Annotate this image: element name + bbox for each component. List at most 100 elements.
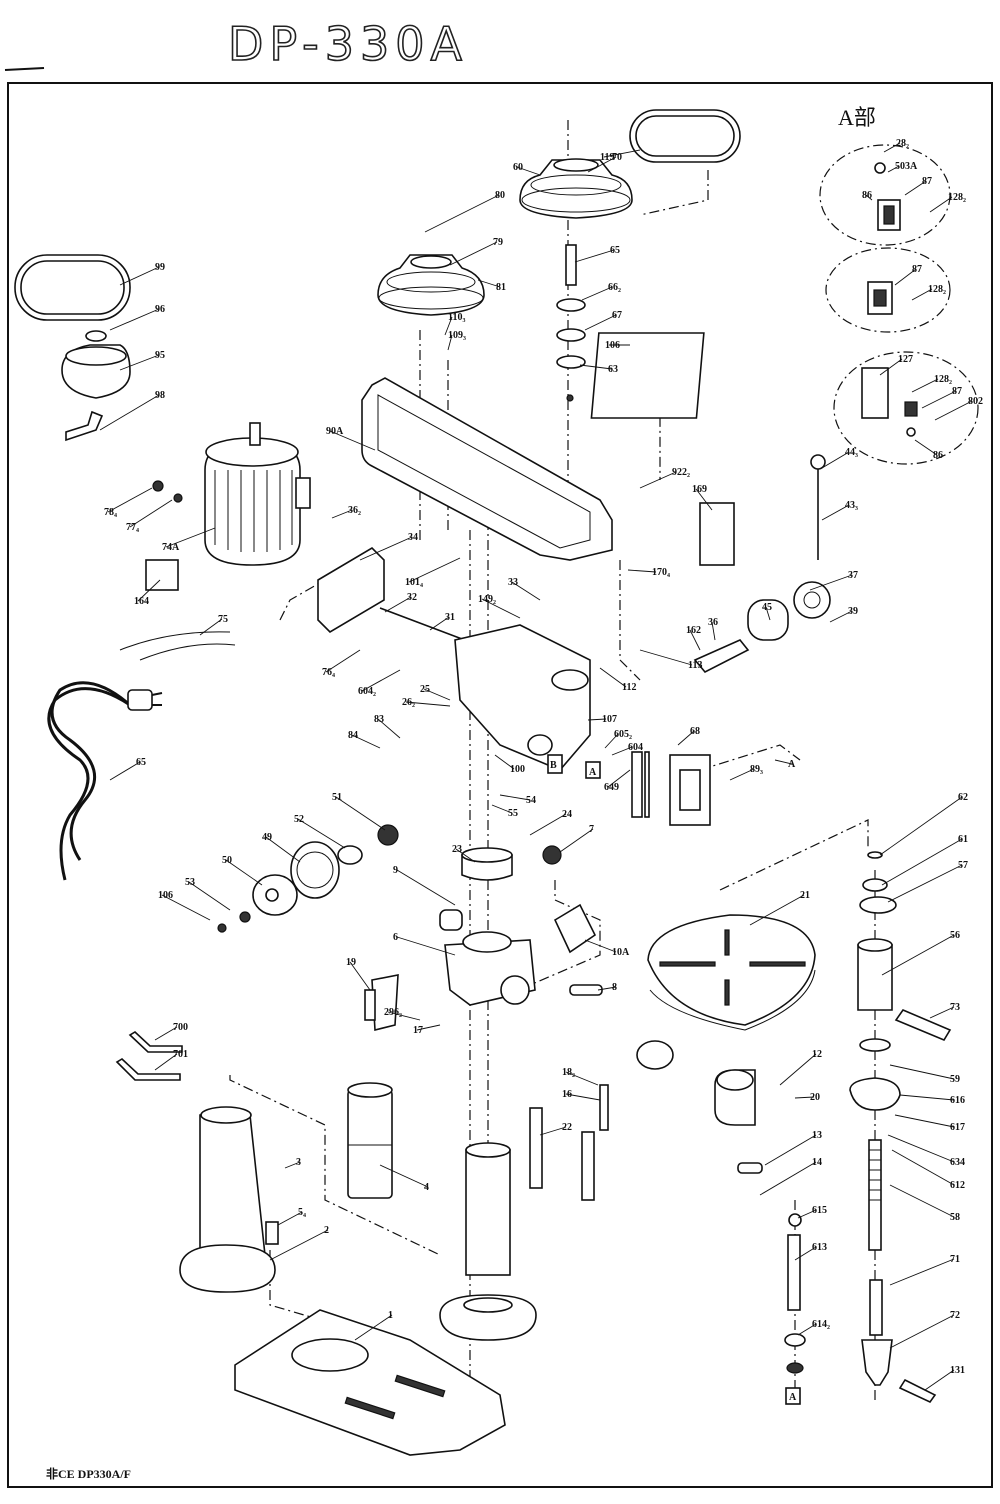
leader-line	[361, 669, 401, 692]
leader-line	[405, 701, 451, 707]
leader-line	[887, 1134, 955, 1163]
part-callout: 78₄	[104, 507, 117, 518]
part-callout: 128₂	[948, 192, 966, 203]
leader-line	[377, 718, 401, 739]
part-callout: 128₂	[934, 374, 952, 385]
leader-line	[883, 142, 901, 153]
part-callout: 49	[262, 832, 272, 843]
label-plate	[590, 332, 705, 419]
part-callout: 169	[692, 484, 707, 495]
leader-line	[894, 1114, 955, 1128]
part-callout: 296₂	[384, 1007, 402, 1018]
bevel-gear-cover	[553, 903, 597, 954]
part-callout: 36₂	[348, 505, 361, 516]
part-callout: 149₂	[478, 594, 496, 605]
part-callout: 605₂	[614, 729, 632, 740]
part-callout: 112	[622, 682, 636, 693]
rack-strip	[631, 751, 650, 818]
leader-line	[387, 1011, 421, 1021]
part-callout: 107	[602, 714, 617, 725]
leader-line	[449, 241, 498, 266]
leader-line	[929, 196, 953, 213]
leader-line	[491, 804, 513, 814]
column-support	[179, 1106, 279, 1293]
part-callout: 9	[393, 865, 398, 876]
leader-line	[894, 268, 917, 286]
part-callout: 22	[562, 1122, 572, 1133]
part-callout: 52	[294, 814, 304, 825]
leader-line	[269, 1229, 329, 1261]
leader-line	[794, 1096, 815, 1099]
leader-line	[494, 754, 515, 770]
leader-line	[565, 1093, 601, 1101]
part-callout: 16	[562, 1089, 572, 1100]
leader-line	[129, 499, 173, 528]
leader-line	[779, 1053, 817, 1086]
part-callout: 98	[155, 390, 165, 401]
part-callout: 604₂	[358, 686, 376, 697]
part-callout: 802	[968, 396, 983, 407]
warning-label	[699, 502, 735, 566]
work-table	[647, 914, 816, 1031]
leader-line	[559, 828, 594, 853]
part-callout: 7	[589, 824, 594, 835]
leader-line	[879, 358, 903, 376]
leader-line	[639, 649, 693, 666]
leader-line	[934, 400, 973, 421]
table-bracket	[439, 909, 536, 1006]
switch-assembly-2	[867, 281, 893, 315]
part-callout: 66₂	[608, 282, 621, 293]
leader-line	[889, 1314, 955, 1349]
leader-line	[109, 308, 160, 331]
leader-line	[137, 579, 161, 602]
leader-line	[584, 314, 617, 331]
leader-line	[225, 859, 263, 886]
leader-line	[161, 894, 211, 921]
leader-line	[899, 1094, 955, 1101]
v-belt-upper-inner	[635, 115, 735, 157]
leader-line	[809, 574, 853, 591]
part-callout: 75	[218, 614, 228, 625]
part-callout: 58	[950, 1212, 960, 1223]
part-callout: 56	[950, 930, 960, 941]
leader-line	[499, 794, 531, 801]
leader-line	[416, 1024, 441, 1031]
motor-cord	[119, 631, 236, 661]
motor-label	[145, 559, 179, 591]
leader-line	[911, 288, 933, 301]
leader-line	[109, 761, 141, 781]
leader-line	[481, 598, 521, 619]
detail-a-balloon-3	[833, 351, 979, 465]
part-callout: 68	[690, 726, 700, 737]
leader-line	[914, 439, 938, 456]
leader-line	[396, 869, 456, 906]
leader-line	[99, 394, 160, 431]
part-callout: 28₂	[896, 138, 909, 149]
leader-line	[865, 194, 873, 201]
part-callout: 8	[612, 982, 617, 993]
motor-pulley	[61, 330, 131, 442]
leader-line	[379, 1164, 429, 1188]
table-arm	[636, 1040, 756, 1126]
motor-nut	[152, 480, 164, 492]
leader-line	[529, 813, 567, 836]
leader-line	[794, 1246, 817, 1261]
leader-line	[881, 934, 955, 976]
leader-line	[599, 667, 627, 688]
svg-text:A: A	[589, 767, 597, 778]
leader-line	[119, 354, 160, 371]
leader-line	[297, 818, 346, 849]
part-callout: 87	[952, 386, 962, 397]
leader-line	[359, 536, 413, 561]
leader-line	[711, 621, 716, 641]
leader-line	[764, 1134, 817, 1166]
switch-assembly-1	[874, 162, 901, 231]
part-callout: 20	[810, 1092, 820, 1103]
leader-line	[277, 1211, 303, 1226]
part-callout: 1	[388, 1310, 393, 1321]
part-callout: 4	[424, 1182, 429, 1193]
leader-line	[284, 1161, 301, 1169]
part-callout: 81	[496, 282, 506, 293]
